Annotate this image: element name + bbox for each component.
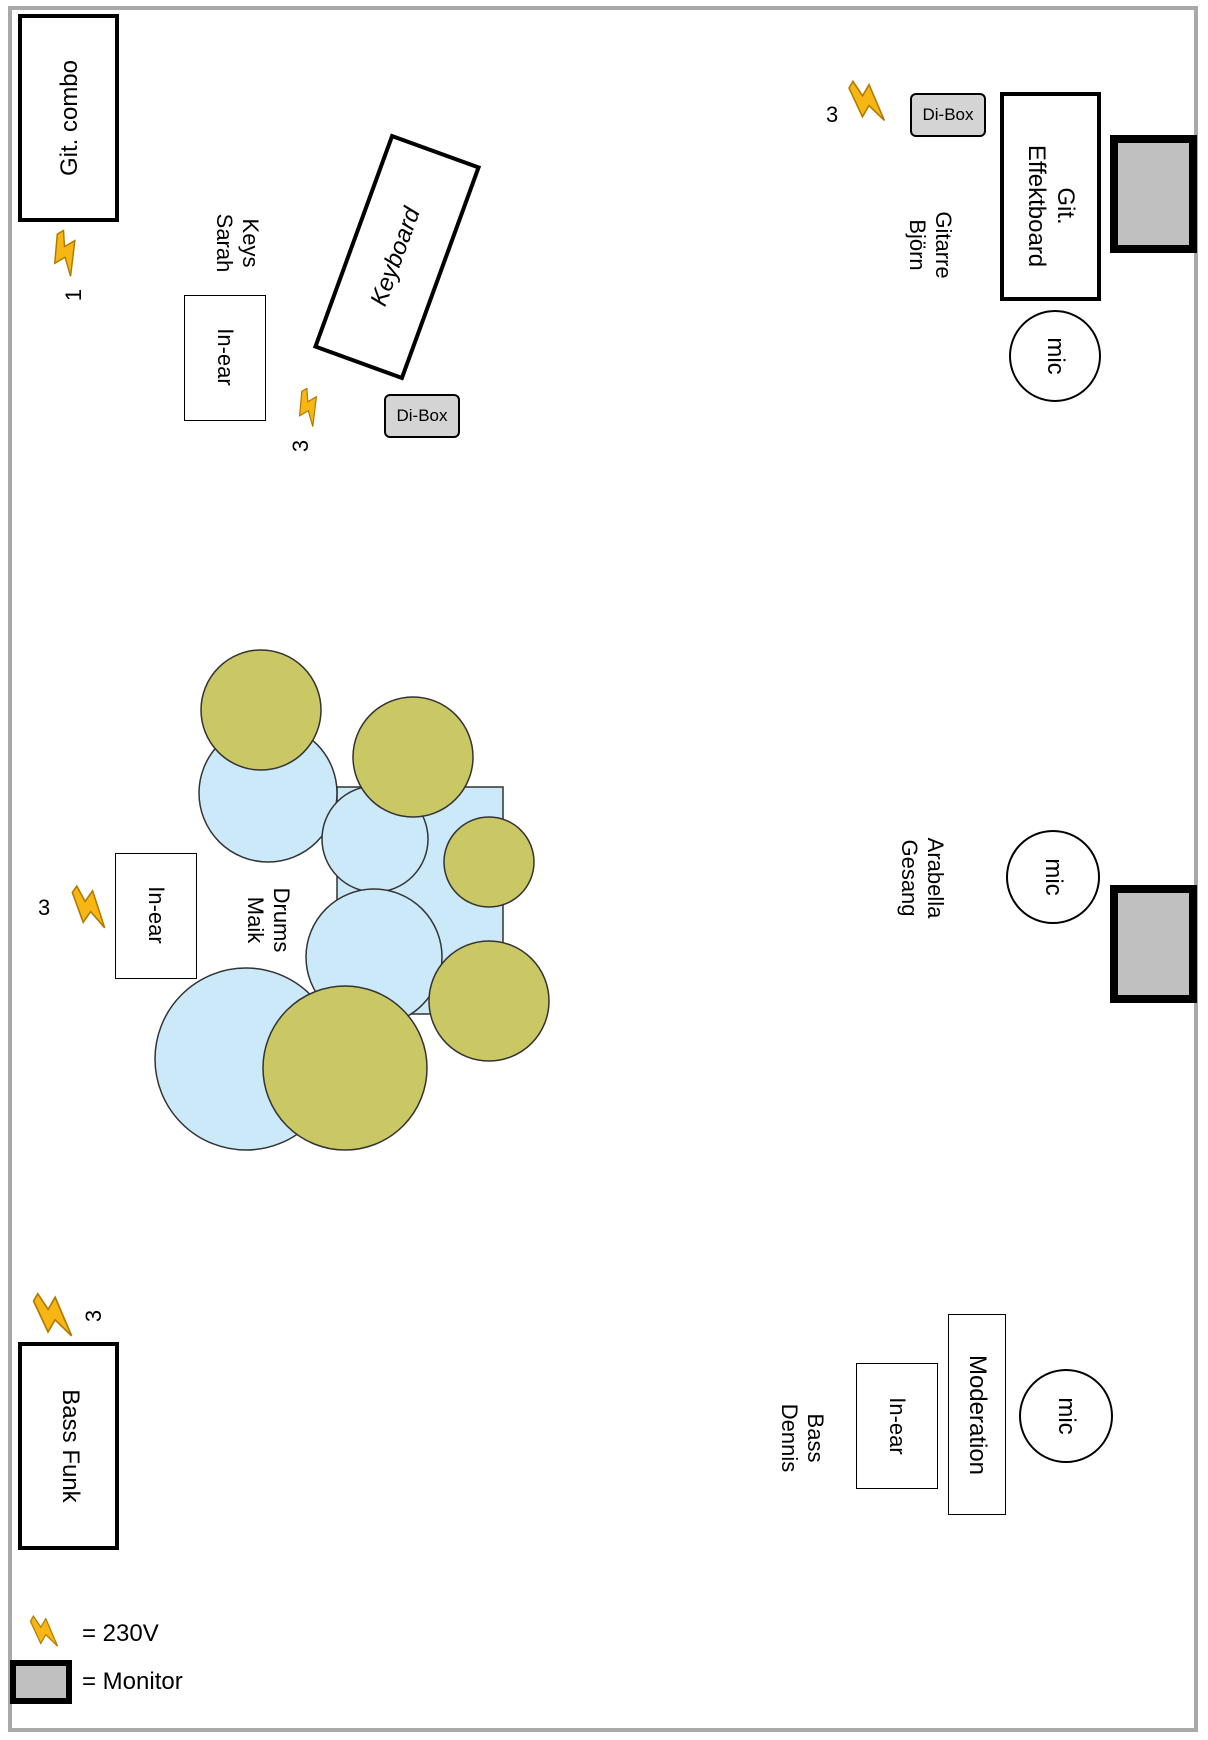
power-count-drums: 3 bbox=[38, 895, 51, 920]
power-bolt-icon bbox=[71, 884, 106, 929]
legend-monitor-label: = Monitor bbox=[82, 1668, 183, 1695]
git-combo-amp bbox=[18, 14, 119, 222]
bass-funk-amp bbox=[18, 1342, 119, 1550]
ride-cymbal bbox=[262, 985, 428, 1151]
mic-bass-label: mic bbox=[1053, 1397, 1081, 1435]
monitor-guitar bbox=[1110, 135, 1197, 253]
in-ear-drums-label: In-ear bbox=[144, 886, 170, 944]
power-count-git-effektboard: 3 bbox=[826, 102, 839, 127]
in-ear-bass bbox=[856, 1363, 938, 1489]
legend-power-icon bbox=[29, 1614, 59, 1647]
di-box-guitar bbox=[910, 93, 986, 137]
mic-bass bbox=[1019, 1369, 1113, 1463]
hihat-cymbal bbox=[443, 816, 535, 908]
moderation-label: Moderation bbox=[964, 1354, 992, 1476]
in-ear-keys bbox=[184, 295, 266, 421]
bass-funk-label: Bass Funk bbox=[57, 1389, 85, 1503]
di-box-keys bbox=[384, 394, 460, 438]
splash-cymbal bbox=[428, 940, 550, 1062]
power-bolt-icon bbox=[298, 388, 318, 427]
legend-power-label: = 230V bbox=[82, 1620, 159, 1647]
mic-guitar bbox=[1009, 310, 1101, 402]
gesang-player-label: Arabella Gesang bbox=[897, 837, 949, 919]
moderation-box bbox=[948, 1314, 1006, 1515]
git-effektboard bbox=[1000, 92, 1101, 301]
bass-player-label: Bass Dennis bbox=[777, 1403, 829, 1473]
mic-gesang bbox=[1006, 830, 1100, 924]
in-ear-drums bbox=[115, 853, 197, 979]
stage-frame bbox=[8, 6, 1198, 1732]
power-bolt-icon bbox=[53, 229, 76, 277]
power-bolt-icon bbox=[32, 1292, 73, 1337]
crash-cymbal-1 bbox=[200, 649, 322, 771]
di-box-keys-label: Di-Box bbox=[396, 405, 448, 425]
mic-gesang-label: mic bbox=[1040, 858, 1068, 896]
in-ear-bass-label: In-ear bbox=[885, 1397, 911, 1455]
power-count-bass-funk: 3 bbox=[80, 1309, 106, 1323]
drums-player-label: Drums Maik bbox=[243, 887, 295, 953]
monitor-gesang bbox=[1110, 885, 1197, 1003]
legend-monitor-icon bbox=[10, 1660, 72, 1704]
power-bolt-icon bbox=[848, 79, 886, 122]
di-box-guitar-label: Di-Box bbox=[922, 104, 974, 124]
crash-cymbal-2 bbox=[352, 696, 474, 818]
